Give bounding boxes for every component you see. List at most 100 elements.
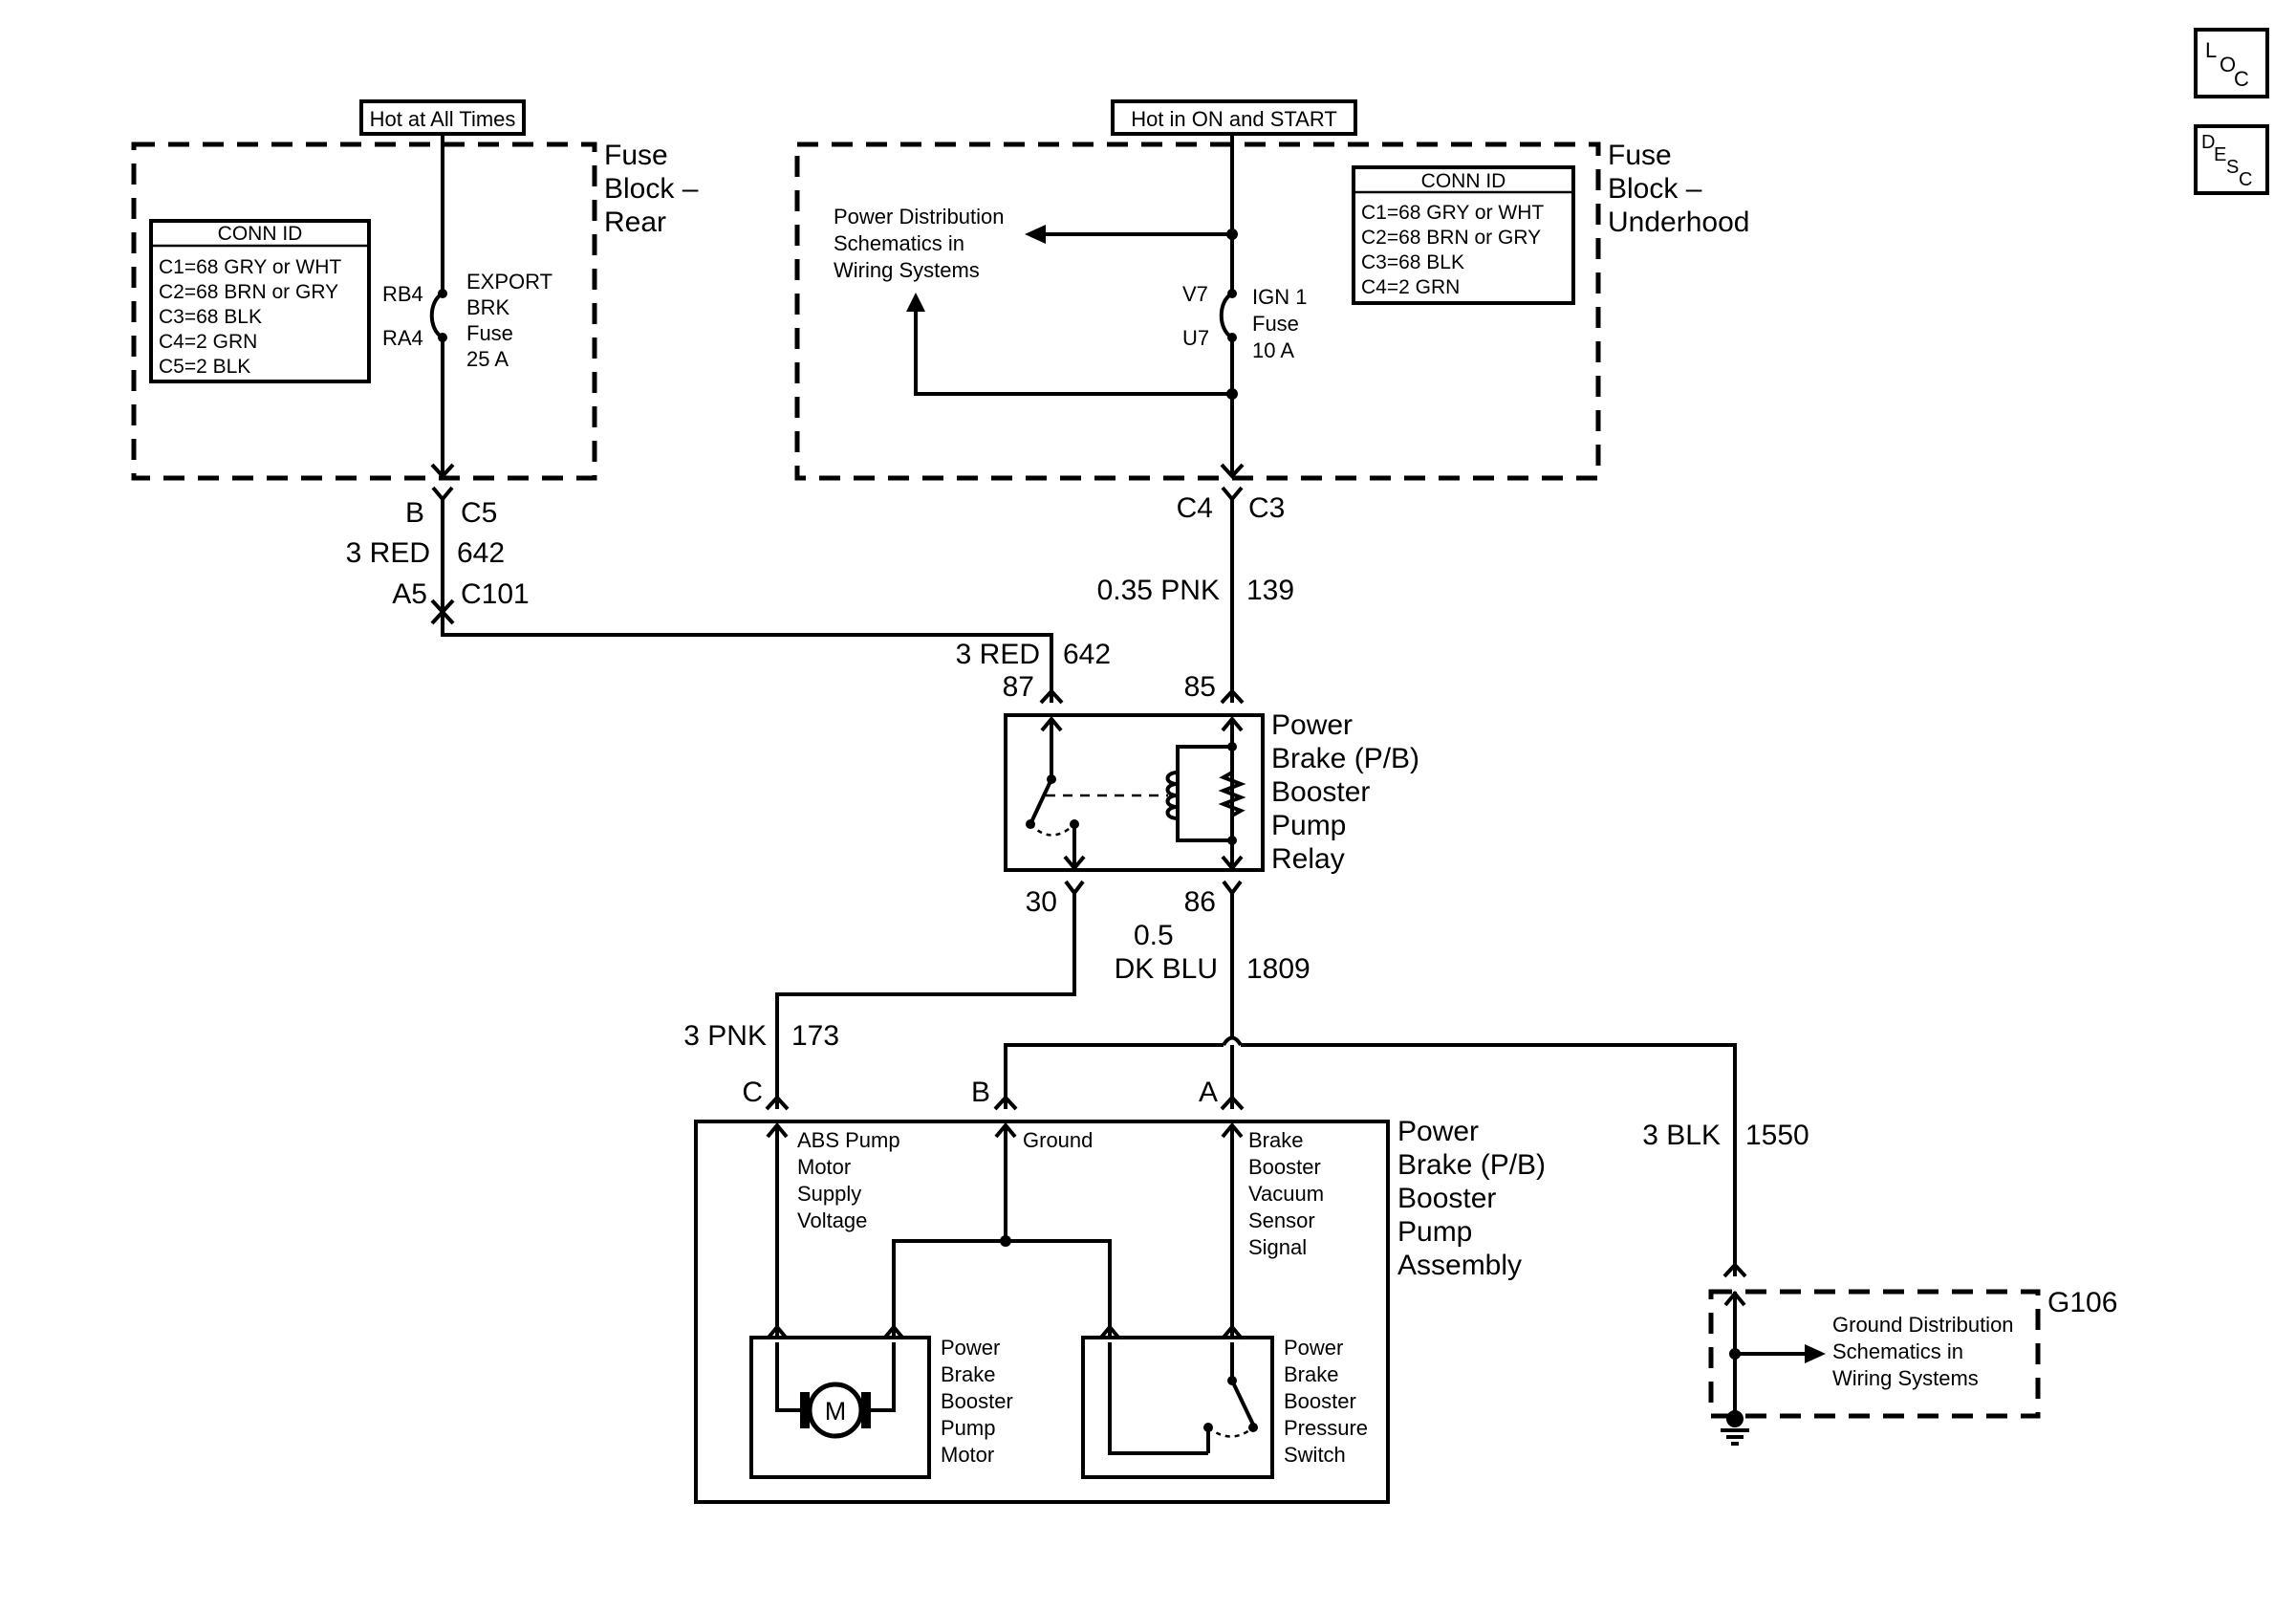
switch-label: Brake	[1284, 1362, 1338, 1386]
pressure-switch-box	[1081, 1336, 1274, 1479]
relay-pin-86: 86	[1184, 886, 1216, 918]
loc-icon[interactable]: L O C	[2194, 28, 2269, 98]
arrow-left-icon	[1025, 225, 1046, 244]
ground-dist-label: Schematics in	[1832, 1339, 1963, 1363]
conn-id-underhood-header: CONN ID	[1421, 170, 1506, 192]
circuit-139: 139	[1246, 575, 1294, 606]
wire-gauge-05: 0.5	[1134, 920, 1174, 951]
relay-switch-arm	[1029, 778, 1053, 825]
power-dist-label: Power Distribution	[834, 205, 1005, 229]
desc-icon[interactable]: D E S C	[2194, 124, 2269, 195]
relay-circuit-642: 642	[1063, 639, 1111, 670]
underhood-wiring: C4 C3 0.35 PNK 139	[1097, 486, 1294, 705]
sensor-label: Booster	[1248, 1155, 1321, 1179]
conn-id-underhood-box	[1352, 165, 1575, 305]
fuse-block-rear-title-2: Block –	[604, 173, 699, 205]
assembly-box	[694, 1120, 1390, 1504]
abs-pump-label: Supply	[797, 1182, 861, 1206]
fuse-block-rear-title-3: Rear	[604, 207, 666, 238]
switch-label: Switch	[1284, 1443, 1346, 1467]
fuse-export-label: 25 A	[466, 347, 509, 371]
wire-color-3-pnk: 3 PNK	[683, 1020, 767, 1052]
conn-id-underhood-line: C1=68 GRY or WHT	[1361, 202, 1544, 224]
fuse-block-underhood-title-1: Fuse	[1608, 140, 1672, 171]
sensor-label: Vacuum	[1248, 1182, 1324, 1206]
relay-box	[1004, 713, 1265, 872]
relay-title-5: Relay	[1271, 843, 1345, 875]
svg-text:S: S	[2226, 157, 2239, 178]
fuse-ign1-label: Fuse	[1252, 312, 1299, 336]
svg-text:E: E	[2214, 144, 2226, 165]
circuit-173: 173	[791, 1020, 839, 1052]
wire-173-pnk	[775, 893, 1076, 1109]
fuse-block-underhood: Hot in ON and START Fuse Block – Underho…	[794, 99, 1749, 481]
conn-c101: C101	[461, 578, 530, 610]
wire-1550-blk	[1241, 1043, 1737, 1276]
assembly-title-3: Booster	[1397, 1183, 1496, 1214]
ground-dist-label: Ground Distribution	[1832, 1313, 2014, 1337]
svg-text:C: C	[2234, 67, 2249, 91]
relay-title-1: Power	[1271, 709, 1353, 741]
conn-id-underhood-line: C2=68 BRN or GRY	[1361, 227, 1541, 249]
wire-color-3-red: 3 RED	[346, 537, 430, 569]
assembly-title-5: Assembly	[1397, 1250, 1522, 1281]
assembly-title-1: Power	[1397, 1116, 1479, 1147]
fuse-ign1-symbol	[1219, 292, 1234, 339]
power-dist-label: Schematics in	[834, 231, 964, 255]
arrow-up-icon	[906, 293, 925, 312]
hot-label-underhood: Hot in ON and START	[1131, 107, 1337, 131]
fuse-block-rear-title-1: Fuse	[604, 140, 668, 171]
power-dist-label: Wiring Systems	[834, 258, 980, 282]
relay-title-2: Brake (P/B)	[1271, 743, 1419, 774]
conn-id-underhood-line: C3=68 BLK	[1361, 251, 1464, 273]
relay-resistor-symbol	[1218, 771, 1246, 817]
ground-distribution-outline	[1708, 1289, 2041, 1419]
motor-icon	[807, 1382, 864, 1439]
conn-id-rear-header: CONN ID	[218, 223, 303, 245]
pb-booster-pump-assembly: C B A Power Brake (P/B) Booster Pump Ass…	[694, 1077, 1546, 1504]
switch-label: Pressure	[1284, 1416, 1368, 1440]
pin-a5: A5	[392, 578, 427, 610]
circuit-1550: 1550	[1745, 1120, 1809, 1151]
terminal-ra4: RA4	[382, 326, 423, 350]
relay-title-4: Pump	[1271, 810, 1346, 841]
pin-b: B	[405, 497, 424, 529]
assembly-pin-b: B	[971, 1077, 990, 1108]
connector-c5-symbol	[431, 486, 454, 503]
fuse-ign1-label: 10 A	[1252, 338, 1294, 362]
svg-text:C: C	[2239, 169, 2252, 190]
terminal-v7: V7	[1182, 282, 1208, 306]
conn-id-underhood-line: C4=2 GRN	[1361, 276, 1460, 298]
terminal-rb4: RB4	[382, 282, 423, 306]
rear-wiring: B C5 3 RED 642 A5 C101	[346, 486, 1064, 705]
fuse-block-underhood-outline	[794, 142, 1601, 481]
ground-dist-label: Wiring Systems	[1832, 1366, 1979, 1390]
wire-power-dist-return	[914, 304, 1232, 396]
svg-text:D: D	[2201, 132, 2215, 153]
fuse-export-label: EXPORT	[466, 270, 552, 294]
connector-c3-symbol	[1221, 486, 1244, 503]
relay-pin-30: 30	[1026, 886, 1057, 918]
abs-pump-label: Motor	[797, 1155, 851, 1179]
svg-text:L: L	[2205, 38, 2217, 62]
wire-color-dkblu: DK BLU	[1115, 953, 1218, 985]
ground-icon	[1726, 1410, 1744, 1427]
motor-label: Brake	[941, 1362, 995, 1386]
conn-id-rear-line: C4=2 GRN	[159, 331, 257, 353]
fuse-ign1-label: IGN 1	[1252, 285, 1307, 309]
conn-id-rear-box	[149, 219, 371, 383]
output-wiring: 0.5 DK BLU 1809 3 PNK 173 3 BLK 1550	[683, 880, 1809, 1278]
abs-pump-label: Voltage	[797, 1208, 867, 1232]
arrow-right-icon	[1805, 1344, 1826, 1363]
motor-label: Power	[941, 1336, 1000, 1360]
assembly-pin-c: C	[742, 1077, 763, 1108]
conn-id-rear-line: C5=2 BLK	[159, 356, 250, 378]
fuse-export-label: BRK	[466, 295, 510, 319]
relay-coil-symbol	[1165, 771, 1179, 820]
switch-label: Power	[1284, 1336, 1343, 1360]
hot-label-rear: Hot at All Times	[370, 107, 516, 131]
motor-symbol: M	[825, 1397, 847, 1426]
ground-label: Ground	[1023, 1128, 1093, 1152]
motor-label: Booster	[941, 1389, 1013, 1413]
